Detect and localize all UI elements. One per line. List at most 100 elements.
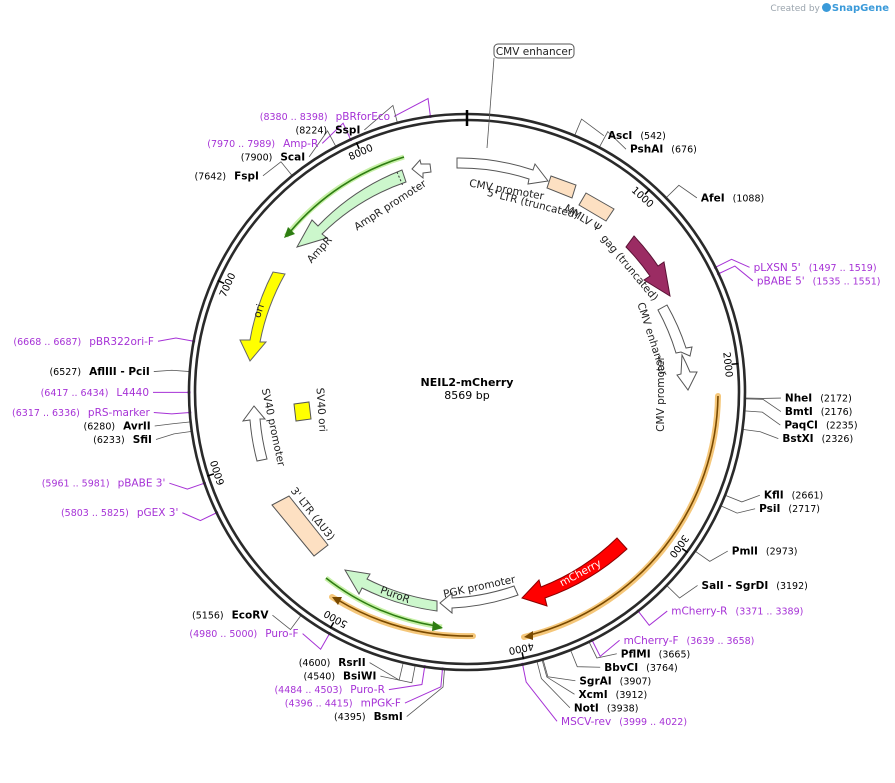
cmv-promoter-2-label: CMV promoter — [655, 356, 667, 432]
puro-green-line — [325, 577, 437, 627]
enzyme-0-name: AscI — [608, 130, 633, 142]
callout-lines — [152, 97, 782, 722]
primer-0-callout — [715, 258, 750, 268]
enzyme-13-name: SgrAI — [579, 675, 611, 687]
primer-3-label: mCherry-F(3639 .. 3658) — [624, 635, 755, 647]
enzyme-4-position: (2176) — [821, 407, 853, 418]
enzyme-6-name: BstXI — [782, 433, 813, 445]
primer-9-label: (5961 .. 5981)pBABE 3' — [42, 478, 166, 490]
enzyme-1-position: (676) — [671, 145, 697, 156]
primer-0-label: pLXSN 5'(1497 .. 1519) — [754, 262, 877, 274]
enzyme-22-label: (6527)AflIII - PciI — [49, 366, 149, 378]
enzyme-5-label: PaqCI(2235) — [784, 420, 857, 432]
enzyme-24-label: (7900) ScaI — [241, 151, 305, 163]
enzyme-20-name: SfiI — [133, 434, 152, 446]
enzyme-17-label: (4540)BsiWI — [303, 671, 376, 683]
primer-12-callout — [157, 337, 194, 342]
enzyme-25-label: (8224) SspI — [296, 124, 361, 136]
enzyme-6-callout — [742, 428, 779, 439]
enzyme-23-callout — [262, 161, 293, 177]
enzyme-16-callout — [406, 669, 445, 717]
primer-11-label: (6417 .. 6434)L4440 — [41, 387, 149, 399]
cmv-promoter-2-arrow — [676, 353, 698, 391]
primer-3-name: mCherry-F — [624, 635, 679, 647]
enzyme-23-position: (7642) — [194, 171, 226, 182]
enzyme-16-label: (4395)BsmI — [334, 711, 403, 723]
primer-13-label: (7970 .. 7989)Amp-R — [207, 138, 318, 150]
enzyme-0-callout — [574, 118, 605, 136]
enzyme-15-position: (3938) — [607, 703, 639, 714]
enzyme-24-position: (7900) — [241, 152, 273, 163]
primer-4-name: MSCV-rev — [561, 716, 611, 728]
primer-3-callout — [591, 639, 620, 658]
enzyme-25-position: (8224) — [296, 125, 328, 136]
ruler-label-2000: 2000 — [720, 352, 734, 378]
enzyme-13-position: (3907) — [620, 676, 652, 687]
primer-4-position: (3999 .. 4022) — [619, 717, 687, 728]
primer-4-label: MSCV-rev (3999 .. 4022) — [561, 716, 687, 728]
ruler-label-6000: 6000 — [209, 459, 227, 487]
primer-10-position: (6317 .. 6336) — [12, 408, 80, 419]
enzyme-24-callout — [308, 130, 337, 158]
ruler-tick-1000 — [644, 188, 651, 195]
primer-12-label: (6668 .. 6687)pBR322ori-F — [13, 336, 154, 348]
primer-5-callout — [404, 668, 443, 704]
puro-green-arrowhead — [432, 621, 443, 631]
primer-2-label: mCherry-R(3371 .. 3389) — [671, 606, 803, 618]
sv40-promoter-arrow — [241, 405, 268, 462]
enzyme-22-callout — [153, 369, 190, 372]
enzyme-4-name: BmtI — [785, 406, 813, 418]
enzyme-4-callout — [744, 398, 782, 412]
primer-12-position: (6668 .. 6687) — [13, 337, 81, 348]
enzyme-12-callout — [570, 649, 601, 668]
mcherry-primer-line — [529, 395, 719, 636]
enzyme-1-label: PshAI (676) — [630, 144, 697, 156]
mmlv-psi-box — [578, 192, 615, 222]
ruler-tick-4000 — [521, 652, 525, 660]
plasmid-length: 8569 bp — [444, 389, 489, 402]
puror-arrow — [344, 569, 438, 612]
enzyme-10-label: SalI - SgrDI(3192) — [702, 580, 808, 592]
enzyme-11-position: (3665) — [659, 649, 691, 660]
enzyme-21-label: (6280)AvrII — [84, 421, 151, 433]
primer-6-callout — [388, 666, 426, 691]
primer-9-name: pBABE 3' — [118, 478, 166, 490]
enzyme-11-name: PflMI — [621, 648, 651, 660]
enzyme-2-position: (1088) — [733, 193, 765, 204]
enzyme-25-name: SspI — [335, 124, 360, 136]
enzyme-12-label: BbvCI(3764) — [604, 662, 678, 674]
primer-7-label: (4980 .. 5000)Puro-F — [189, 628, 298, 640]
enzyme-18-label: (4600)RsrII — [299, 657, 366, 669]
primer-4-callout — [522, 664, 558, 722]
snapgene-app-name: SnapGene — [831, 3, 889, 14]
enzyme-14-callout — [541, 659, 575, 695]
enzyme-17-position: (4540) — [303, 672, 335, 683]
pgk-promoter-arrow — [439, 585, 519, 615]
enzyme-8-callout — [720, 505, 756, 514]
enzyme-8-name: PsiI — [759, 503, 780, 515]
enzyme-22-position: (6527) — [49, 367, 81, 378]
mcherry-primer-glow — [521, 393, 721, 640]
enzyme-0-position: (542) — [640, 131, 666, 142]
enzyme-15-name: NotI — [574, 702, 599, 714]
ampr-promoter-divider — [396, 171, 404, 187]
enzyme-6-position: (2326) — [822, 434, 854, 445]
primer-8-position: (5803 .. 5825) — [61, 508, 129, 519]
cmv-promoter-arrow — [456, 157, 549, 185]
amp-primer-line — [289, 156, 405, 233]
enzyme-7-position: (2661) — [792, 491, 824, 502]
enzyme-25-callout — [364, 104, 398, 131]
enzyme-4-label: BmtI (2176) — [785, 406, 852, 418]
primer-6-position: (4484 .. 4503) — [274, 685, 342, 696]
puror-label: PuroR — [379, 584, 412, 606]
sv40-ori-label: SV40 ori — [313, 387, 328, 432]
enzyme-7-name: KflI — [764, 490, 784, 502]
cmv-enhancer-label: CMV enhancer — [496, 46, 573, 58]
enzyme-1-name: PshAI — [630, 144, 663, 156]
enzyme-18-name: RsrII — [338, 657, 365, 669]
enzyme-24-name: ScaI — [280, 151, 305, 163]
enzyme-6-label: BstXI (2326) — [782, 433, 853, 445]
enzyme-5-callout — [744, 410, 781, 426]
primer-7-callout — [302, 633, 330, 651]
